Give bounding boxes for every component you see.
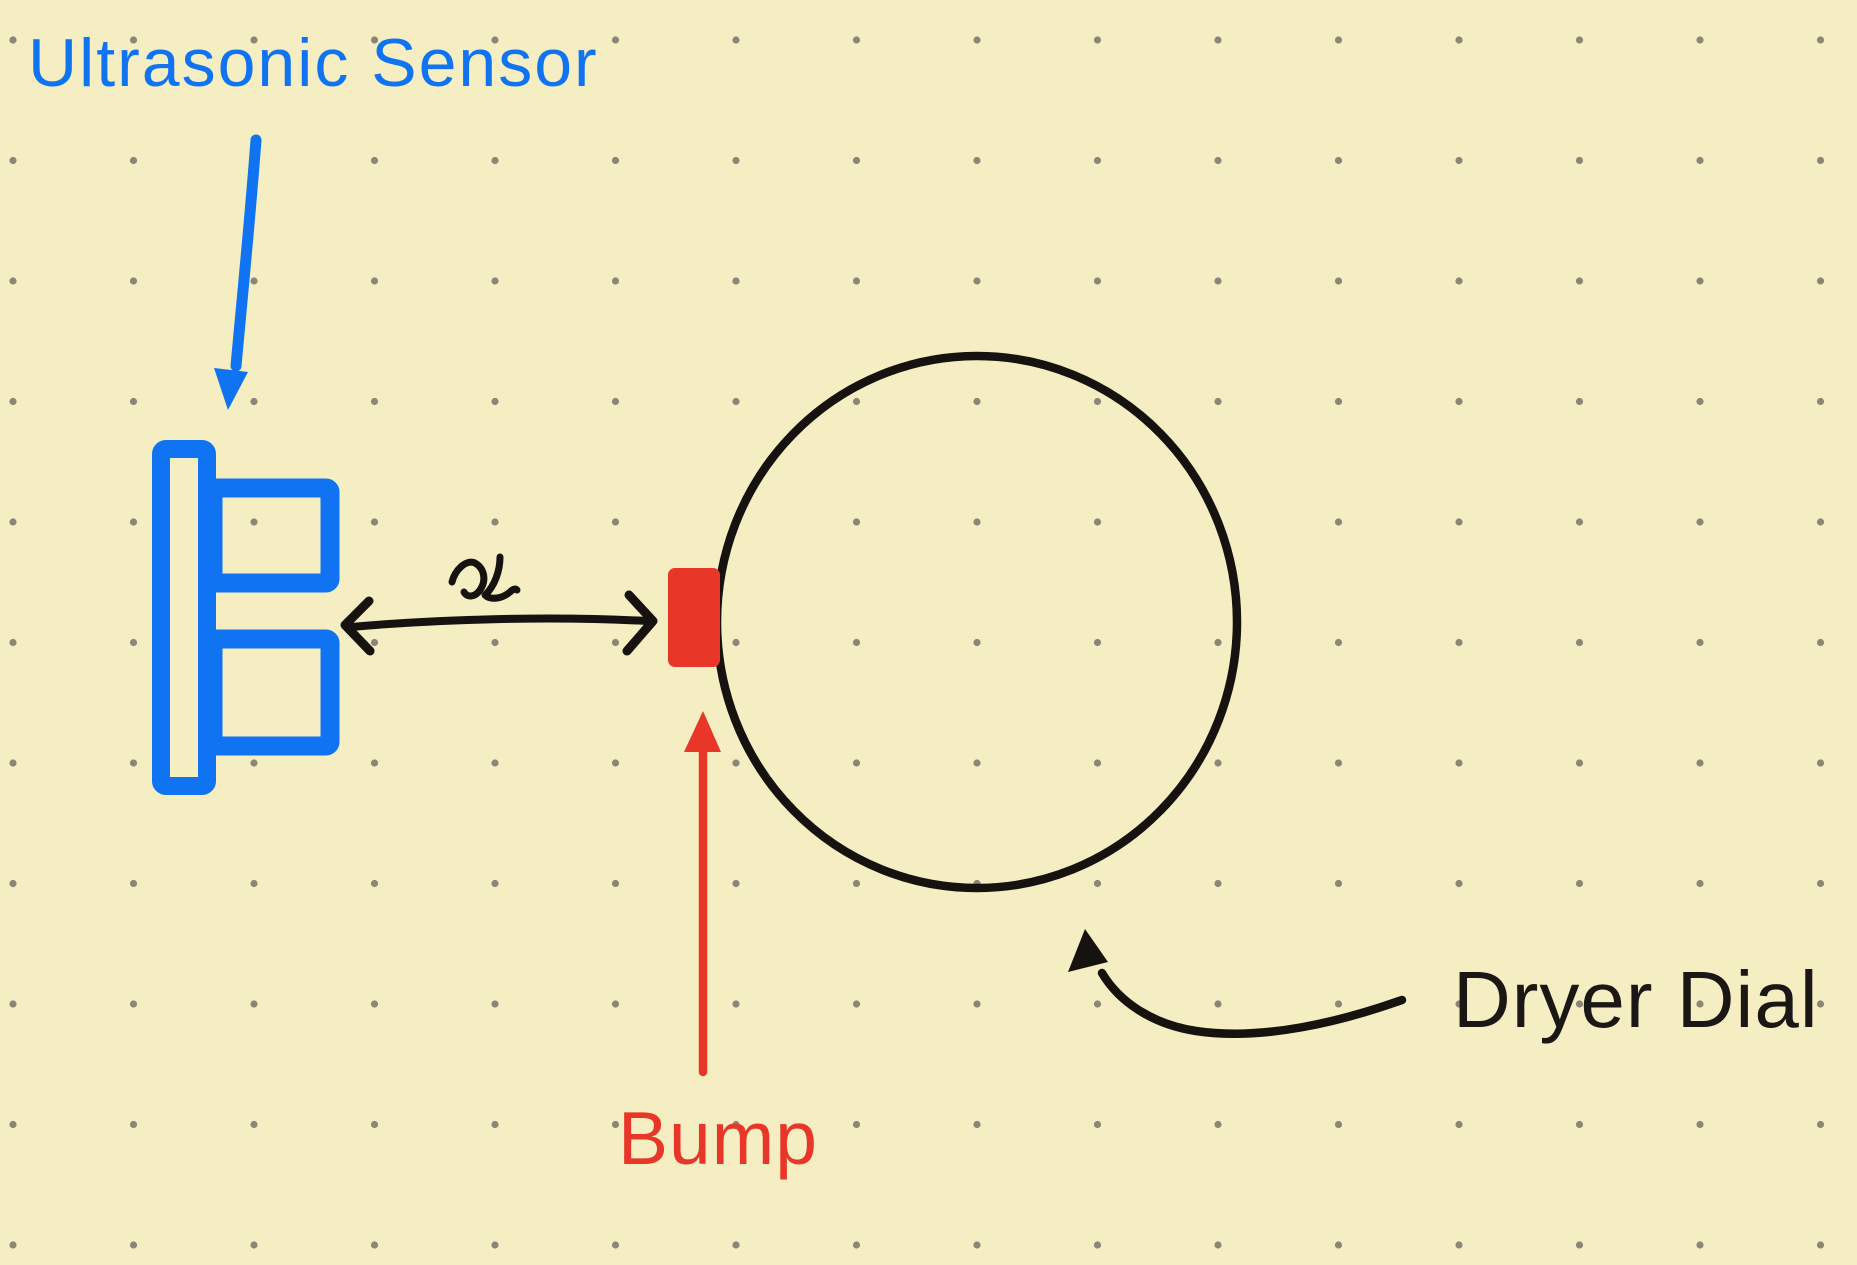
sensor-transducer-bottom-rect (203, 629, 340, 756)
dryer-dial (668, 351, 1242, 893)
distance-arrow-line (347, 614, 651, 631)
distance-arrowhead-left (340, 596, 375, 656)
bump-label: Bump (618, 1096, 818, 1180)
distance-x-stroke-right (481, 553, 521, 602)
bump-arrowhead (684, 711, 721, 752)
dryer-dial-arrow-curve (1097, 968, 1407, 1038)
dryer-dial-arrowhead (1068, 929, 1108, 972)
dryer-dial-annotation: Dryer Dial (1068, 929, 1819, 1044)
dryer-dial-label: Dryer Dial (1453, 955, 1819, 1044)
distance-x-stroke-left (448, 558, 488, 600)
ultrasonic-sensor-label: Ultrasonic Sensor (28, 25, 599, 101)
distance-annotation (340, 553, 658, 656)
ultrasonic-sensor-arrow-shaft (230, 134, 262, 372)
bump-annotation: Bump (618, 711, 818, 1180)
ultrasonic-sensor-icon (152, 440, 340, 795)
sensor-body-rect (152, 440, 216, 795)
sensor-transducer-top-rect (203, 478, 340, 593)
distance-x-label (448, 553, 521, 602)
ultrasonic-sensor-annotation: Ultrasonic Sensor (28, 25, 599, 410)
ultrasonic-sensor-arrowhead (214, 368, 248, 410)
bump-rect (668, 568, 720, 667)
distance-arrowhead-right (622, 590, 658, 656)
